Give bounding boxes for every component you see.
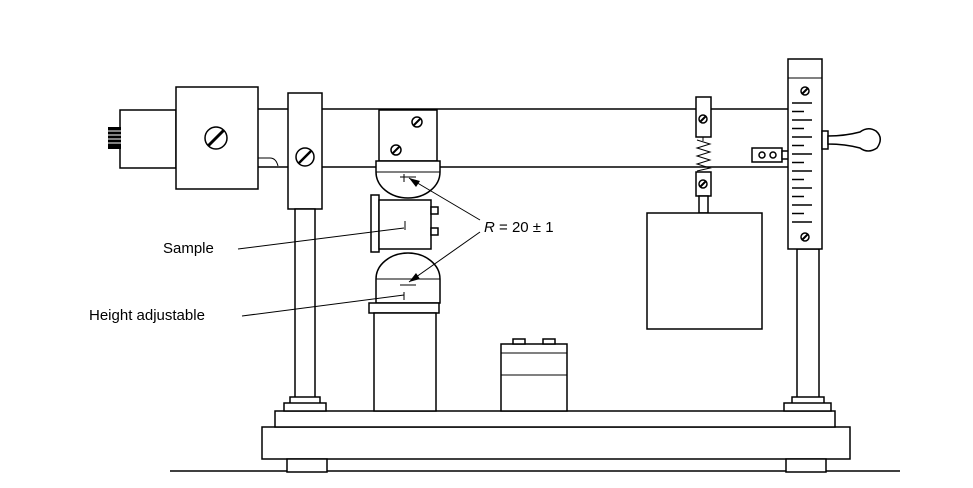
counterweight-assembly	[108, 86, 279, 190]
screw-icon	[800, 86, 810, 96]
hanging-weight	[646, 212, 763, 330]
screw-icon	[411, 116, 423, 128]
height-adjustable-leader	[241, 294, 405, 317]
height-adjustable-callout: Height adjustable	[89, 294, 405, 324]
screw-icon	[204, 126, 228, 150]
scale-ticks	[792, 102, 812, 223]
knurled-knob	[108, 127, 121, 149]
screw-icon	[390, 144, 402, 156]
radius-label: R = 20 ± 1	[484, 219, 554, 236]
battery-block	[500, 338, 568, 412]
left-pillar	[283, 92, 327, 412]
screw-icon	[800, 232, 810, 242]
sample-holder	[370, 194, 439, 253]
upper-clamp	[375, 109, 441, 199]
lower-radius-block	[368, 252, 441, 412]
sample-label: Sample	[163, 240, 214, 257]
height-adjustable-label: Height adjustable	[89, 307, 205, 324]
lever-handle	[821, 128, 881, 152]
right-pillar	[783, 248, 832, 412]
radius-leader-upper	[408, 177, 481, 221]
radius-leader-lower	[408, 231, 481, 283]
scale-column	[787, 58, 823, 250]
spring-assembly	[646, 96, 763, 330]
base-plate	[261, 410, 851, 473]
sample-callout: Sample	[163, 227, 405, 257]
screw-icon	[295, 147, 315, 167]
screw-icon	[698, 179, 708, 189]
screw-icon	[698, 114, 708, 124]
sample-leader	[237, 227, 405, 250]
radius-annotation: R = 20 ± 1	[408, 177, 554, 283]
